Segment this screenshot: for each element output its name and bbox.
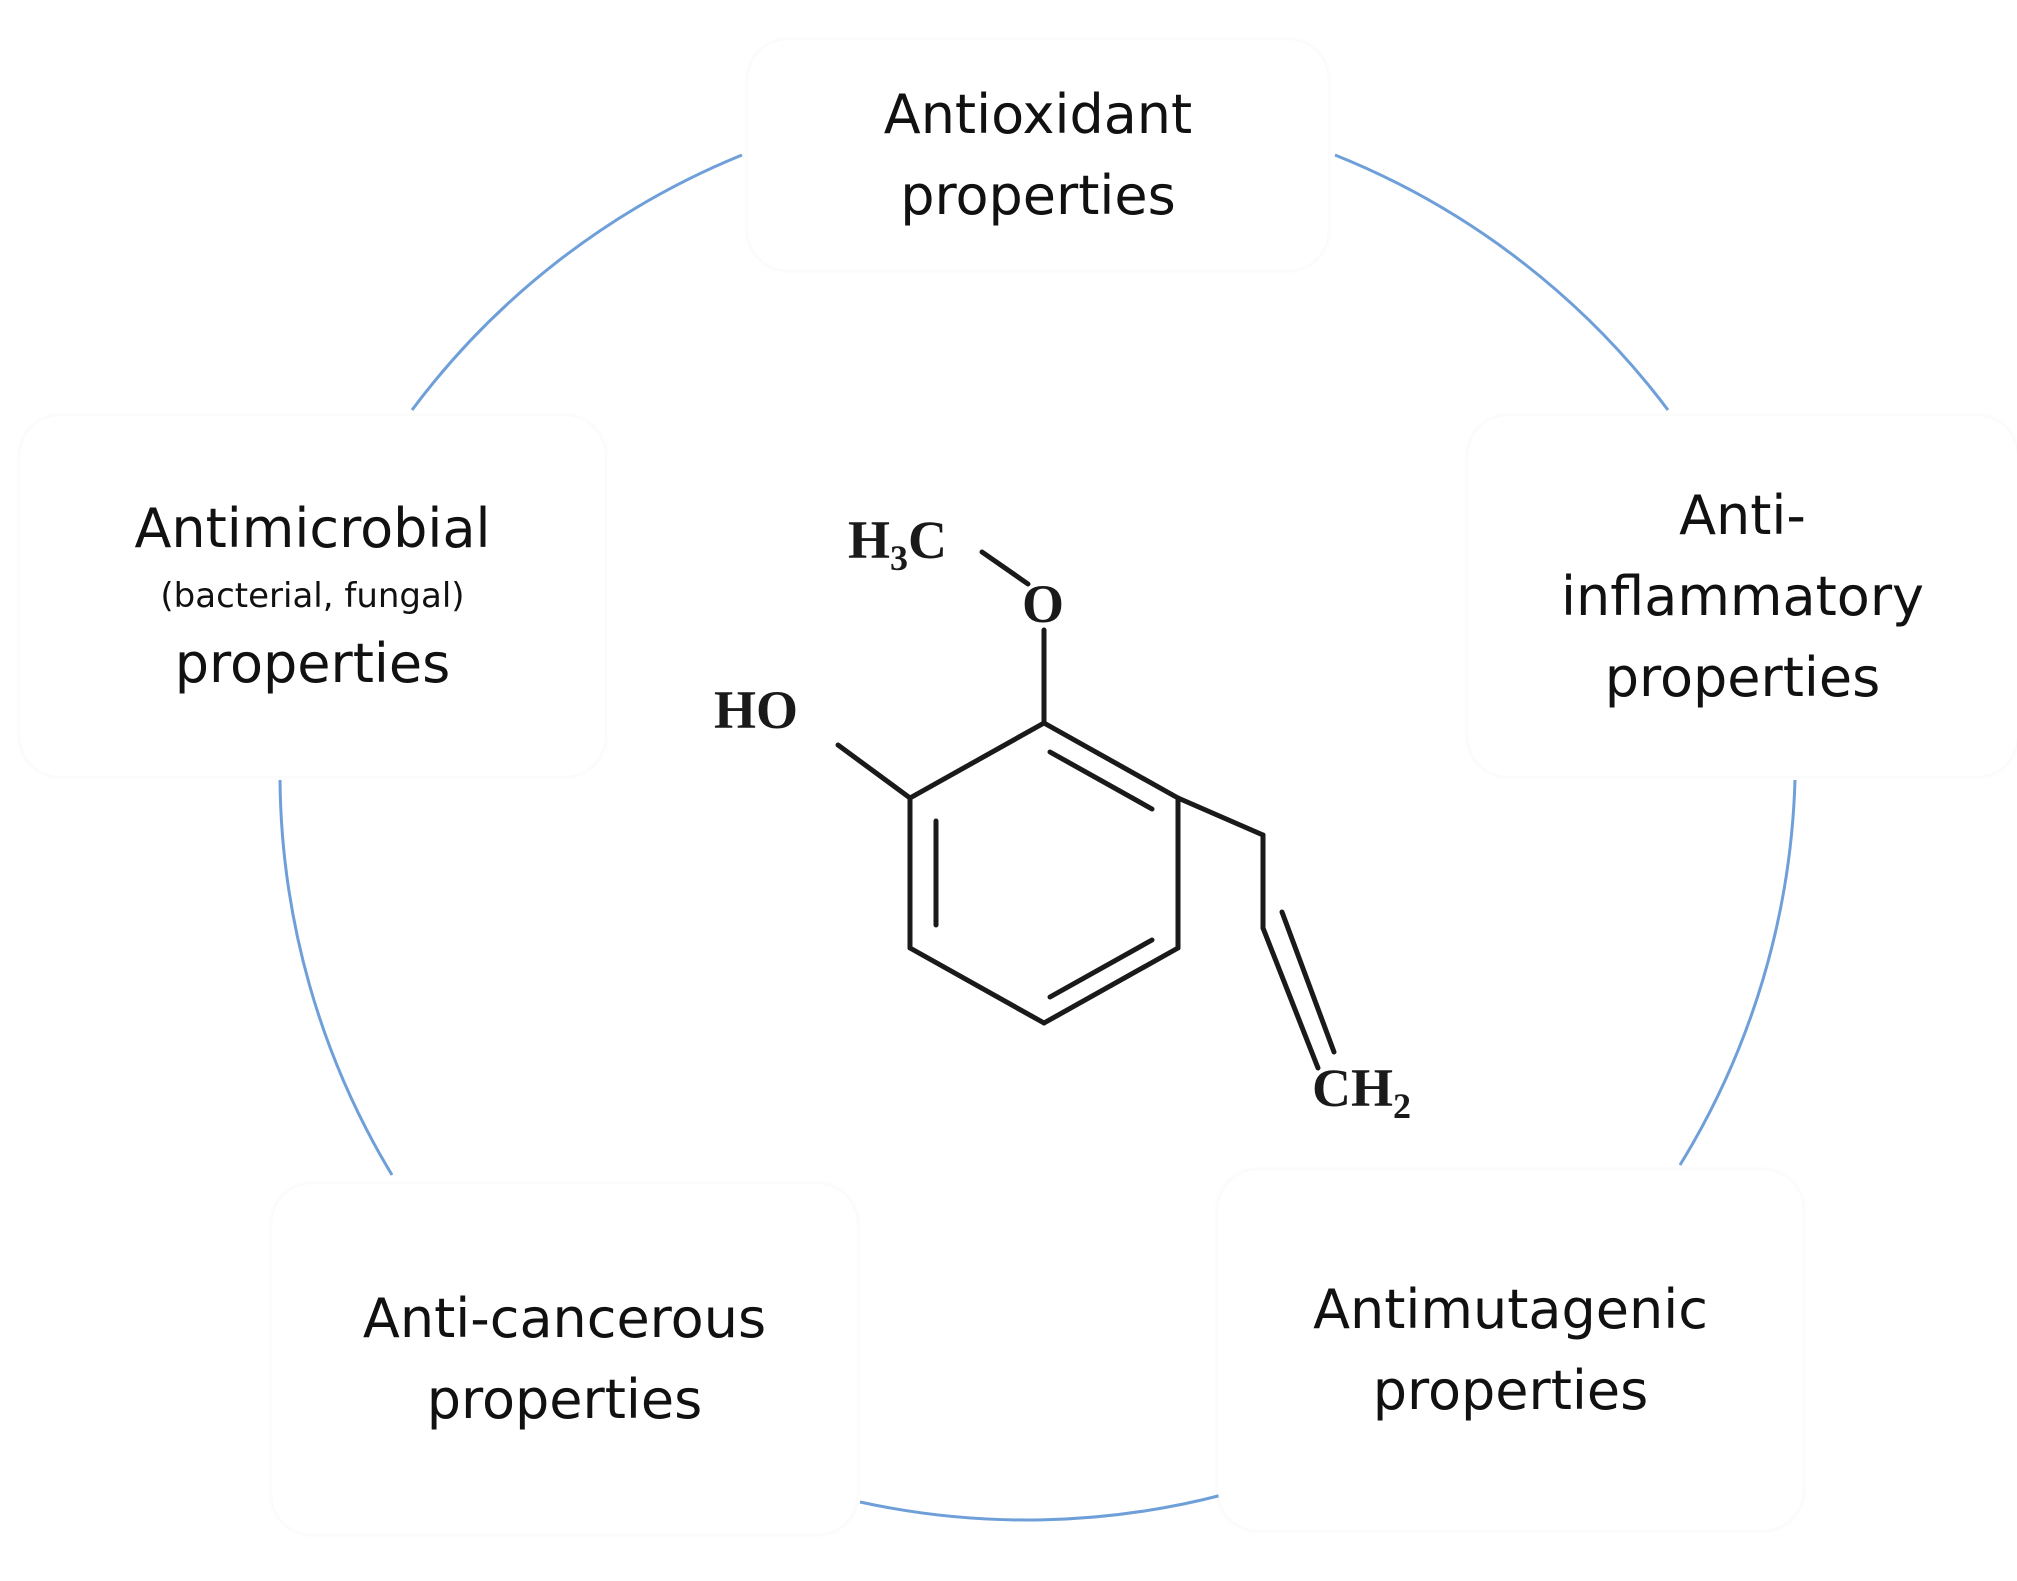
anti-cancerous-properties-label: properties [426, 1368, 703, 1431]
oxygen-label: O [1022, 574, 1064, 634]
vinyl-double-bond-b [1279, 909, 1337, 1055]
antimutagenic-label: Antimutagenic [1313, 1278, 1708, 1341]
antimicrobial-properties-label: properties [174, 632, 451, 696]
antioxidant-node: Antioxidant properties [748, 40, 1328, 270]
hydroxyl-bond [835, 742, 913, 801]
ring-bond-1 [1041, 720, 1181, 801]
anti-inflammatory-label-1: Anti- [1679, 483, 1806, 547]
antimicrobial-node: Antimicrobial (bacterial, fungal) proper… [20, 416, 605, 776]
anti-inflammatory-label-2: inflammatory [1561, 564, 1924, 628]
ring-inner-bond-1 [1047, 749, 1155, 812]
vinyl-double-bond-a [1260, 925, 1321, 1071]
antioxidant-properties-label: properties [900, 164, 1176, 227]
hydroxyl-label: HO [714, 680, 798, 740]
antimicrobial-label: Antimicrobial [134, 496, 491, 560]
methoxy-c-bond [979, 549, 1031, 587]
antioxidant-label: Antioxidant [883, 83, 1193, 146]
antimutagenic-node: Antimutagenic properties [1218, 1170, 1803, 1530]
allyl-bond-1 [1175, 795, 1266, 838]
anti-inflammatory-properties-label: properties [1604, 645, 1881, 709]
antimicrobial-detail-label: (bacterial, fungal) [160, 575, 465, 616]
methoxy-h3c-label: H3C [848, 510, 947, 578]
arc-top-right [1334, 153, 1670, 411]
ring-bond-6 [907, 720, 1047, 801]
eugenol-structure: H3C O HO CH2 [714, 510, 1411, 1126]
anti-inflammatory-node: Anti- inflammatory properties [1468, 416, 2017, 776]
anti-cancerous-label: Anti-cancerous [362, 1287, 767, 1350]
arc-top-left [410, 153, 743, 411]
ring-inner-bond-2 [1047, 937, 1155, 1000]
anti-cancerous-node: Anti-cancerous properties [272, 1184, 857, 1534]
ring-bond-4 [907, 945, 1047, 1026]
arc-bottom [859, 1493, 1223, 1522]
arc-right-lower [1678, 779, 1797, 1166]
terminal-ch2-label: CH2 [1312, 1058, 1411, 1126]
antimutagenic-properties-label: properties [1372, 1359, 1649, 1422]
ring-bond-3 [1041, 945, 1181, 1026]
arc-left-lower [278, 779, 394, 1176]
